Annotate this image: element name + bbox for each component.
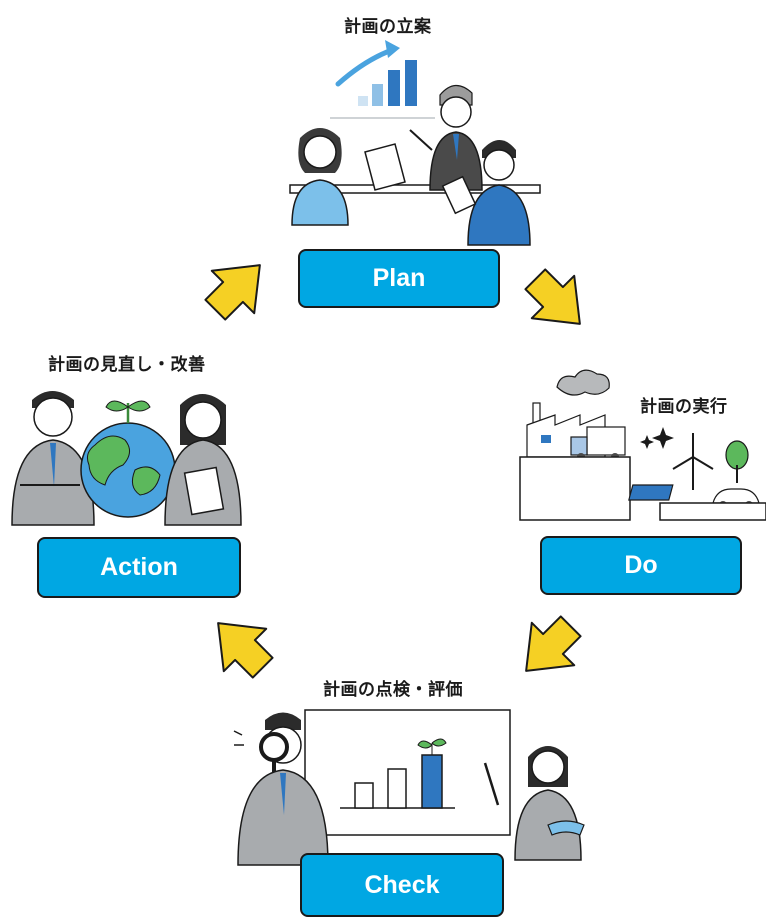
arrow-do-to-check-icon xyxy=(503,604,593,694)
sparkle-icon xyxy=(652,427,674,449)
whiteboard xyxy=(304,709,511,836)
do-caption: 計画の実行 xyxy=(640,397,728,417)
check-evaluation-illustration xyxy=(233,709,585,866)
presenting-man xyxy=(409,84,483,191)
arrow-check-to-action-icon xyxy=(195,600,285,690)
evaluation-bar-chart xyxy=(340,738,455,809)
man-with-magnifier xyxy=(233,712,329,866)
plan-caption: 計画の立案 xyxy=(344,17,432,37)
smoke-cloud-icon xyxy=(556,369,610,396)
growth-chart-icon xyxy=(330,40,435,119)
action-caption: 計画の見直し・改善 xyxy=(48,355,206,375)
wind-turbine-icon xyxy=(672,433,714,490)
check-caption: 計画の点検・評価 xyxy=(323,680,463,700)
woman-with-pointer xyxy=(483,746,585,861)
arrow-action-to-plan-icon xyxy=(193,242,283,332)
man-with-tablet xyxy=(441,140,531,246)
action-button[interactable]: Action xyxy=(37,537,241,598)
man-arms-crossed xyxy=(11,391,95,526)
woman-with-laptop xyxy=(291,128,406,226)
do-button[interactable]: Do xyxy=(540,536,742,595)
arrow-plan-to-do-icon xyxy=(513,257,603,347)
tree-icon xyxy=(725,440,749,483)
sparkle-icon-small xyxy=(640,435,654,449)
solar-panel-icon xyxy=(628,484,674,501)
truck-icon xyxy=(570,426,626,461)
do-implementation-illustration xyxy=(519,369,766,521)
woman-with-notepad xyxy=(164,394,242,526)
plan-button[interactable]: Plan xyxy=(298,249,500,308)
action-improvement-illustration xyxy=(11,391,242,526)
globe-with-sprout-icon xyxy=(80,400,176,518)
plan-meeting-illustration xyxy=(289,40,541,246)
check-button[interactable]: Check xyxy=(300,853,504,917)
